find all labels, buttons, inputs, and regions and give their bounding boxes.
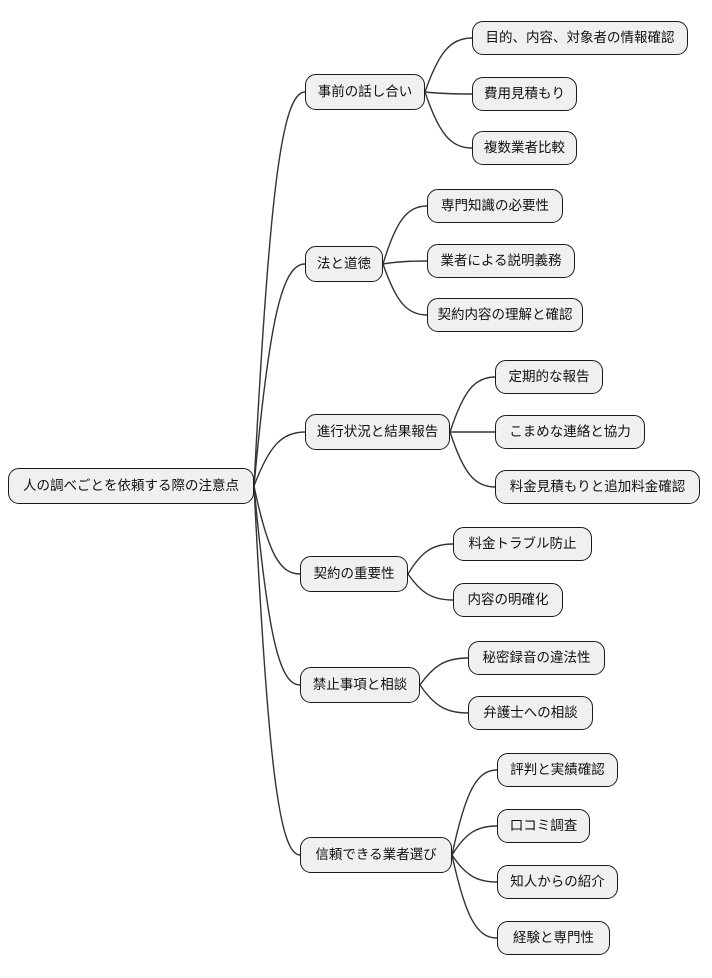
child-node-word-of-mouth-research: 口コミ調査 — [497, 809, 590, 843]
child-node-referral-from-acquaintance: 知人からの紹介 — [497, 865, 618, 899]
child-node-lawyer-consultation: 弁護士への相談 — [468, 696, 593, 730]
branch-node-trustworthy-vendor-selection: 信頼できる業者選び — [300, 837, 452, 873]
child-node-regular-reports: 定期的な報告 — [495, 360, 603, 394]
child-node-frequent-contact: こまめな連絡と協力 — [495, 415, 645, 449]
child-node-fee-estimate-extra-charge: 料金見積もりと追加料金確認 — [495, 470, 700, 504]
child-node-content-clarification: 内容の明確化 — [453, 583, 563, 617]
child-node-expertise-necessity: 専門知識の必要性 — [427, 189, 563, 223]
branch-node-contract-importance: 契約の重要性 — [300, 556, 408, 592]
child-node-vendor-explanation-duty: 業者による説明義務 — [427, 244, 575, 278]
child-node-reputation-track-record: 評判と実績確認 — [497, 753, 618, 787]
child-node-compare-vendors: 複数業者比較 — [472, 131, 577, 165]
child-node-experience-expertise: 経験と専門性 — [497, 921, 610, 955]
child-node-secret-recording-illegality: 秘密録音の違法性 — [468, 641, 605, 675]
branch-node-law-and-ethics: 法と道徳 — [305, 246, 383, 282]
child-node-purpose-content-target-info: 目的、内容、対象者の情報確認 — [472, 21, 688, 55]
branch-node-prohibited-matters: 禁止事項と相談 — [300, 667, 420, 703]
branch-node-advance-discussion: 事前の話し合い — [305, 74, 425, 110]
node-root: 人の調べごとを依頼する際の注意点 — [8, 468, 254, 504]
child-node-cost-estimate: 費用見積もり — [472, 77, 577, 111]
child-node-fee-trouble-prevention: 料金トラブル防止 — [453, 527, 592, 561]
child-node-contract-understanding: 契約内容の理解と確認 — [427, 298, 583, 332]
branch-node-progress-and-reporting: 進行状況と結果報告 — [305, 414, 450, 450]
